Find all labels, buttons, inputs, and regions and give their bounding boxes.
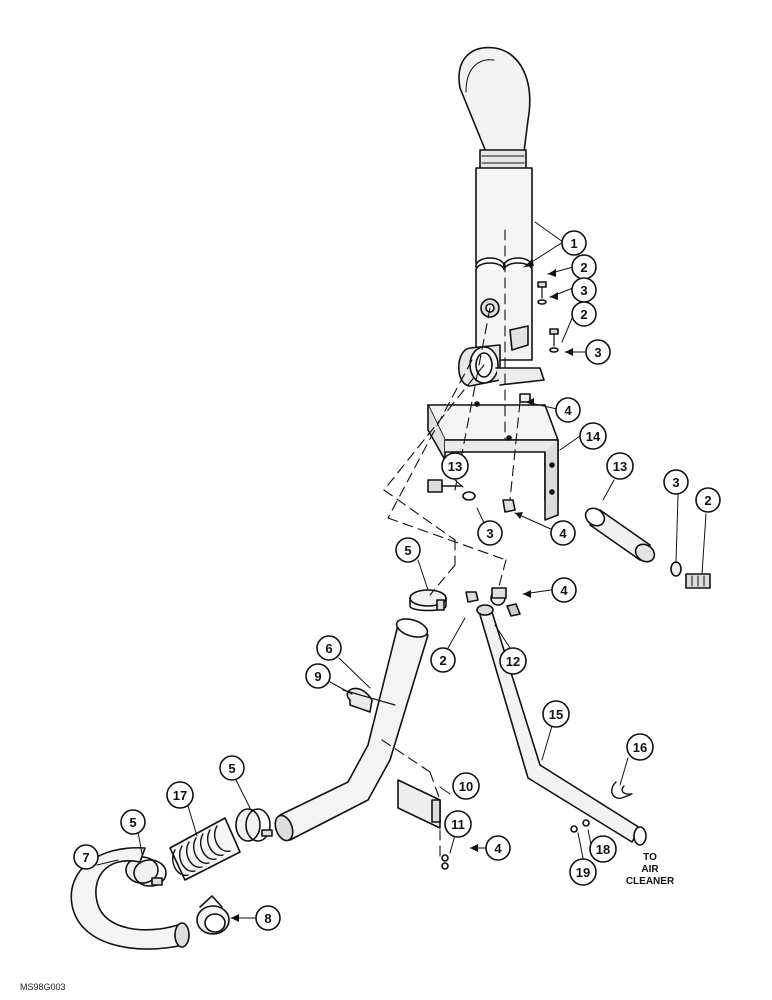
callout-8: 8	[255, 905, 281, 931]
callout-5: 5	[395, 537, 421, 563]
air-cleaner-tube	[465, 587, 647, 846]
callout-10: 10	[452, 772, 480, 800]
note-line-1: TO	[643, 852, 657, 863]
callout-label: 4	[560, 583, 568, 598]
callout-label: 10	[459, 779, 473, 794]
figure-reference: MS98G003	[20, 982, 66, 992]
callout-18: 18	[589, 835, 617, 863]
callout-label: 2	[439, 653, 446, 668]
callout-3: 3	[585, 339, 611, 365]
callout-19: 19	[569, 858, 597, 886]
support-bracket	[397, 779, 449, 870]
flex-bellows	[169, 817, 241, 881]
callout-label: 4	[494, 841, 502, 856]
callout-1: 1	[561, 230, 587, 256]
clamp-middle	[235, 808, 273, 842]
callout-label: 7	[82, 850, 89, 865]
callout-label: 11	[451, 817, 465, 832]
callout-3: 3	[571, 277, 597, 303]
note-line-3: CLEANER	[626, 876, 675, 887]
callout-label: 19	[576, 865, 590, 880]
callout-4: 4	[551, 577, 577, 603]
callout-9: 9	[305, 663, 331, 689]
callout-12: 12	[499, 647, 527, 675]
callout-label: 18	[596, 842, 610, 857]
bracket-hardware	[427, 281, 559, 513]
callout-label: 13	[613, 459, 627, 474]
callout-label: 3	[580, 283, 587, 298]
callout-label: 16	[633, 740, 647, 755]
callout-label: 8	[264, 911, 271, 926]
callout-label: 2	[580, 260, 587, 275]
callout-3: 3	[477, 520, 503, 546]
callout-label: 4	[564, 403, 572, 418]
callout-13: 13	[441, 452, 469, 480]
callout-label: 5	[404, 543, 411, 558]
callouts: 1 2 3 2 3 4 14 13 13 3 2 3 4 5 4 6 9 2 1…	[73, 230, 721, 931]
callout-4: 4	[555, 397, 581, 423]
air-cleaner-note: TO AIR CLEANER	[626, 852, 675, 887]
callout-label: 5	[228, 761, 235, 776]
callout-17: 17	[166, 781, 194, 809]
callout-2: 2	[571, 254, 597, 280]
callout-16: 16	[626, 733, 654, 761]
callout-label: 3	[486, 526, 493, 541]
callout-label: 2	[704, 493, 711, 508]
callout-15: 15	[542, 700, 570, 728]
callout-4: 4	[485, 835, 511, 861]
callout-label: 3	[672, 475, 679, 490]
spacer-tube	[584, 507, 711, 589]
callout-11: 11	[444, 810, 472, 838]
callout-6: 6	[316, 635, 342, 661]
leader-arrowheads	[231, 259, 573, 922]
callout-3: 3	[663, 469, 689, 495]
callout-13: 13	[606, 452, 634, 480]
callout-label: 17	[173, 788, 187, 803]
clamp-ring	[196, 895, 230, 935]
exhaust-stack-upper	[458, 46, 533, 275]
callout-label: 14	[586, 429, 601, 444]
note-line-2: AIR	[641, 864, 659, 875]
callout-label: 2	[580, 307, 587, 322]
exhaust-stack-lower	[458, 262, 545, 387]
callout-2: 2	[430, 647, 456, 673]
callout-label: 5	[129, 815, 136, 830]
clamp-lower	[125, 856, 167, 887]
callout-2: 2	[695, 487, 721, 513]
callout-label: 3	[594, 345, 601, 360]
callout-label: 1	[570, 236, 577, 251]
exhaust-elbow-tube	[274, 618, 429, 842]
callout-label: 4	[559, 526, 567, 541]
callout-label: 13	[448, 459, 462, 474]
mounting-bracket	[427, 401, 559, 521]
callout-2: 2	[571, 301, 597, 327]
callout-7: 7	[73, 844, 99, 870]
callout-5: 5	[219, 755, 245, 781]
clamp-upper	[409, 589, 447, 612]
callout-4: 4	[550, 520, 576, 546]
callout-label: 12	[506, 654, 520, 669]
u-bend-pipe	[70, 847, 190, 950]
callout-label: 9	[314, 669, 321, 684]
callout-5: 5	[120, 809, 146, 835]
callout-label: 6	[325, 641, 332, 656]
callout-14: 14	[579, 422, 607, 450]
callout-label: 15	[549, 707, 563, 722]
